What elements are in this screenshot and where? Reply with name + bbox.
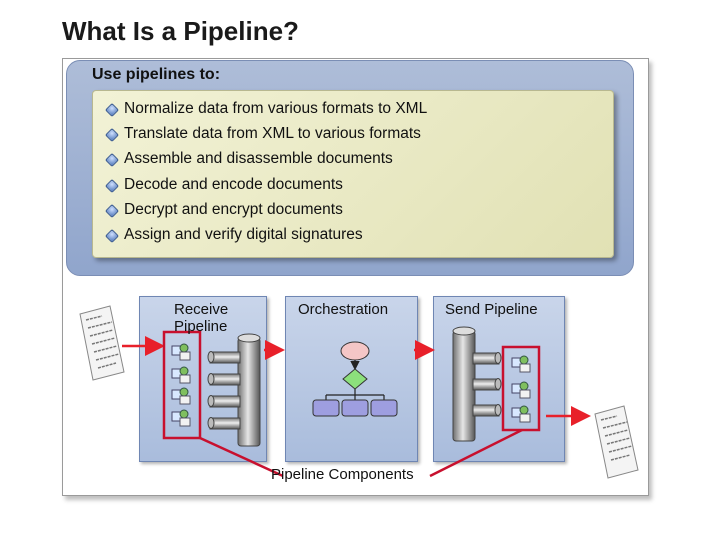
bullet-list: Normalize data from various formats to X…	[104, 99, 428, 250]
bullet-panel	[92, 90, 614, 258]
bullet-item: Decode and encode documents	[104, 175, 427, 200]
orchestration-flow-icon	[312, 341, 398, 417]
outbound-document-icon	[594, 405, 639, 479]
bullet-text: Decode and encode documents	[124, 175, 343, 193]
pipeline-components-label: Pipeline Components	[271, 466, 414, 483]
slide-title: What Is a Pipeline?	[62, 16, 299, 46]
bullet-text: Translate data from XML to various forma…	[124, 125, 421, 143]
send-pipeline-label: Send Pipeline	[445, 301, 538, 318]
send-components-connector	[429, 428, 523, 478]
bullet-item: Translate data from XML to various forma…	[104, 124, 427, 149]
bullet-text: Normalize data from various formats to X…	[124, 100, 428, 117]
orchestration-label: Orchestration	[298, 301, 389, 318]
bullet-item: Decrypt and encrypt documents	[104, 200, 427, 225]
bullet-item: Assign and verify digital signatures	[104, 225, 427, 250]
bullet-text: Assign and verify digital signatures	[124, 225, 363, 243]
receive-components-highlight	[162, 330, 202, 440]
usage-heading: Use pipelines to:	[92, 66, 221, 83]
inbound-document-icon	[79, 305, 125, 381]
receive-component-icons	[171, 343, 191, 427]
send-pipe-icon	[452, 326, 502, 442]
bullet-text: Assemble and disassemble documents	[124, 150, 393, 168]
send-component-icons	[511, 355, 531, 423]
receive-pipe-icon	[207, 333, 261, 447]
receive-components-connector	[199, 436, 284, 478]
receive-pipeline-label: Receive Pipeline	[174, 301, 229, 335]
bullet-item: Assemble and disassemble documents	[104, 149, 427, 174]
bullet-item: Normalize data from various formats to X…	[104, 99, 428, 124]
bullet-text: Decrypt and encrypt documents	[124, 200, 343, 218]
